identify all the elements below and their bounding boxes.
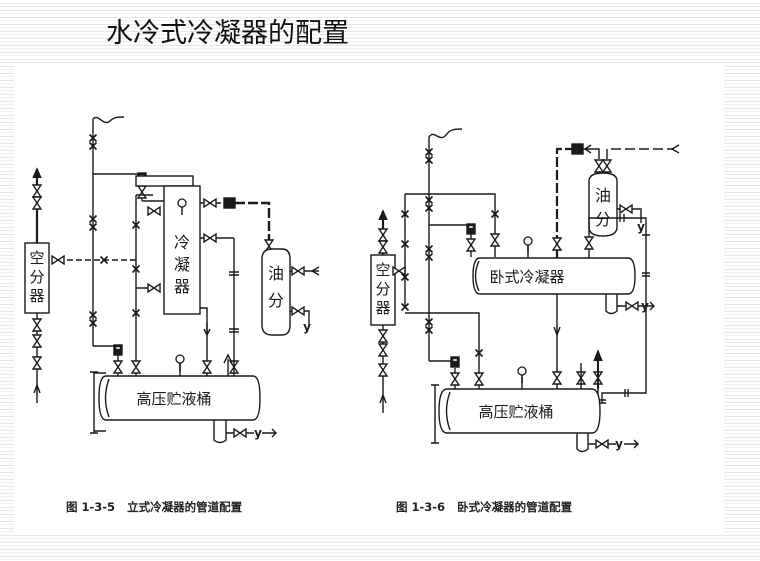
condenser-label: 卧式冷凝器 <box>489 268 564 286</box>
slide-title: 水冷式冷凝器的配置 <box>106 18 349 49</box>
air-separator-left <box>24 242 50 314</box>
figure-1-3-6-drawing <box>370 128 680 453</box>
oil-separator-label-2: 分 <box>595 210 611 229</box>
figure-caption-1-3-6: 图 1-3-6 卧式冷凝器的管道配置 <box>396 500 573 514</box>
figure-1-3-5-labels: 空 分 器 冷 凝 器 油 分 高压贮液桶 y y <box>29 233 311 440</box>
receiver-right <box>438 388 601 434</box>
air-separator-label-1: 空 <box>29 249 44 267</box>
air-separator-label-2: 分 <box>375 280 390 298</box>
oil-separator-label-2: 分 <box>268 291 284 310</box>
oil-separator-left <box>261 248 291 336</box>
figure-caption-1-3-5: 图 1-3-5 立式冷凝器的管道配置 <box>66 500 243 514</box>
vertical-condenser <box>163 185 201 315</box>
drain-marker-condenser: y <box>641 299 649 313</box>
air-separator-label-3: 器 <box>375 299 390 317</box>
receiver-label: 高压贮液桶 <box>136 390 211 408</box>
air-separator-label-2: 分 <box>29 268 44 286</box>
check-valve-body <box>223 197 236 209</box>
oil-separator-right <box>588 172 618 237</box>
drain-marker-oil: y <box>303 320 311 334</box>
oil-separator-label-1: 油 <box>595 186 611 205</box>
content-panel: 空 分 器 冷 凝 器 油 分 高压贮液桶 y y 空 分 器 卧式冷凝器 油 … <box>14 63 724 533</box>
air-separator-label-3: 器 <box>29 287 44 305</box>
air-separator-label-1: 空 <box>375 261 390 279</box>
receiver-label: 高压贮液桶 <box>478 403 553 421</box>
condenser-label-2: 凝 <box>174 255 190 274</box>
drain-marker-receiver: y <box>615 437 623 451</box>
condenser-top-box <box>135 175 194 187</box>
figure-1-3-6-labels: 空 分 器 卧式冷凝器 油 分 高压贮液桶 y y y <box>375 186 649 451</box>
water-inlet-line <box>92 116 125 127</box>
condenser-label-1: 冷 <box>174 233 190 252</box>
horizontal-condenser <box>472 257 636 295</box>
drain-marker-oil: y <box>637 220 645 234</box>
air-separator-right <box>370 254 396 326</box>
figure-1-3-5-drawing <box>24 116 320 444</box>
drain-marker-receiver: y <box>254 426 262 440</box>
piping-diagrams: 空 分 器 冷 凝 器 油 分 高压贮液桶 y y 空 分 器 卧式冷凝器 油 … <box>24 116 680 453</box>
condenser-label-3: 器 <box>174 277 190 296</box>
oil-separator-label-1: 油 <box>268 264 284 283</box>
receiver-left <box>98 375 261 421</box>
